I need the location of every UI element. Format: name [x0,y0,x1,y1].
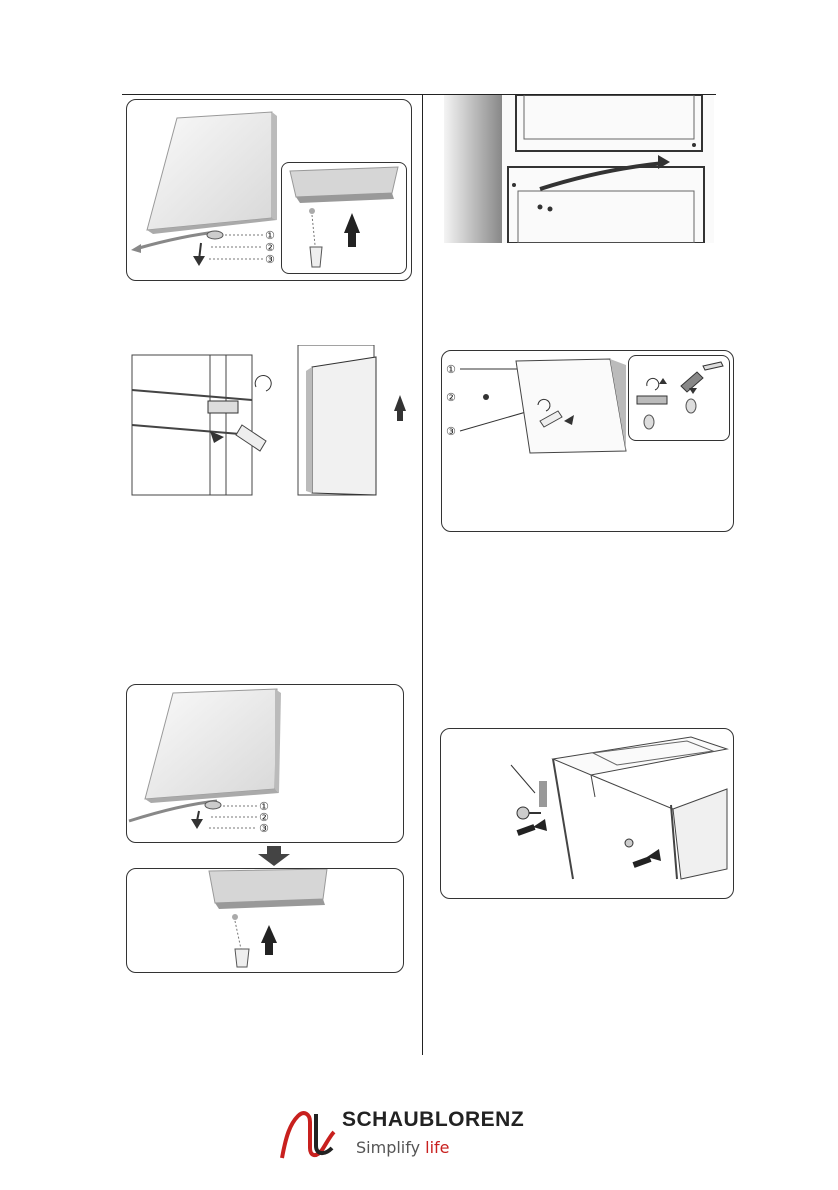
figure-door-hinge-parts-2: ① ② ③ [126,684,404,843]
screw-icon [538,205,543,210]
brand-tagline: Simplify life [356,1138,450,1157]
screw-icon [232,914,238,920]
screwdriver-icon [236,425,266,451]
marker-1: ① [446,363,456,376]
brand-name-part1: Schaub [342,1108,435,1131]
screw-icon [483,394,489,400]
screw-icon [517,807,529,819]
screwdriver-icon [703,362,723,370]
screw-icon [309,208,315,214]
marker-2: ② [446,391,456,404]
inset-door-bottom [281,162,407,274]
arrow-down-icon [193,256,205,266]
tagline-part2: life [425,1138,449,1157]
arrow-down-icon [191,819,203,829]
marker-3: ③ [446,425,456,438]
figure-top-screws [440,728,734,899]
screw-icon [625,839,633,847]
hinge-part-icon [637,396,667,404]
step-arrow-icon [258,846,290,866]
hinge-part-icon [539,781,547,807]
arrow-up-icon [344,213,360,233]
figure-hinge-detail: ① ② ③ [441,350,734,532]
logo-mark-icon [276,1106,346,1162]
figure-remove-door [126,345,410,500]
figure-door-hinge-parts: ① ② ③ [126,99,412,281]
marker-3: ③ [265,253,275,266]
rotate-icon [255,376,271,391]
hinge-part-icon [208,401,238,413]
hinge-part-icon [207,231,223,239]
marker-3: ③ [259,822,269,835]
door-illustration: ① ② ③ [127,685,403,842]
tagline-part1: Simplify [356,1138,425,1157]
arrow-up-icon [261,925,277,943]
inset-door-bottom-2 [126,868,404,973]
screwdriver-icon [235,949,249,967]
brand-logo: SchaubLorenz Simplify life [276,1106,566,1166]
arrow-up-icon [394,395,406,411]
screwdriver-icon [310,247,322,267]
column-divider [422,95,423,1055]
arrow-icon [139,232,217,248]
inset-hinge-parts [628,355,730,441]
hinge-part-icon [205,801,221,809]
brand-name: SchaubLorenz [342,1108,524,1132]
brand-name-part2: Lorenz [435,1108,524,1131]
figure-fridge-hinge-top [444,95,714,243]
arrow-icon [129,801,217,821]
